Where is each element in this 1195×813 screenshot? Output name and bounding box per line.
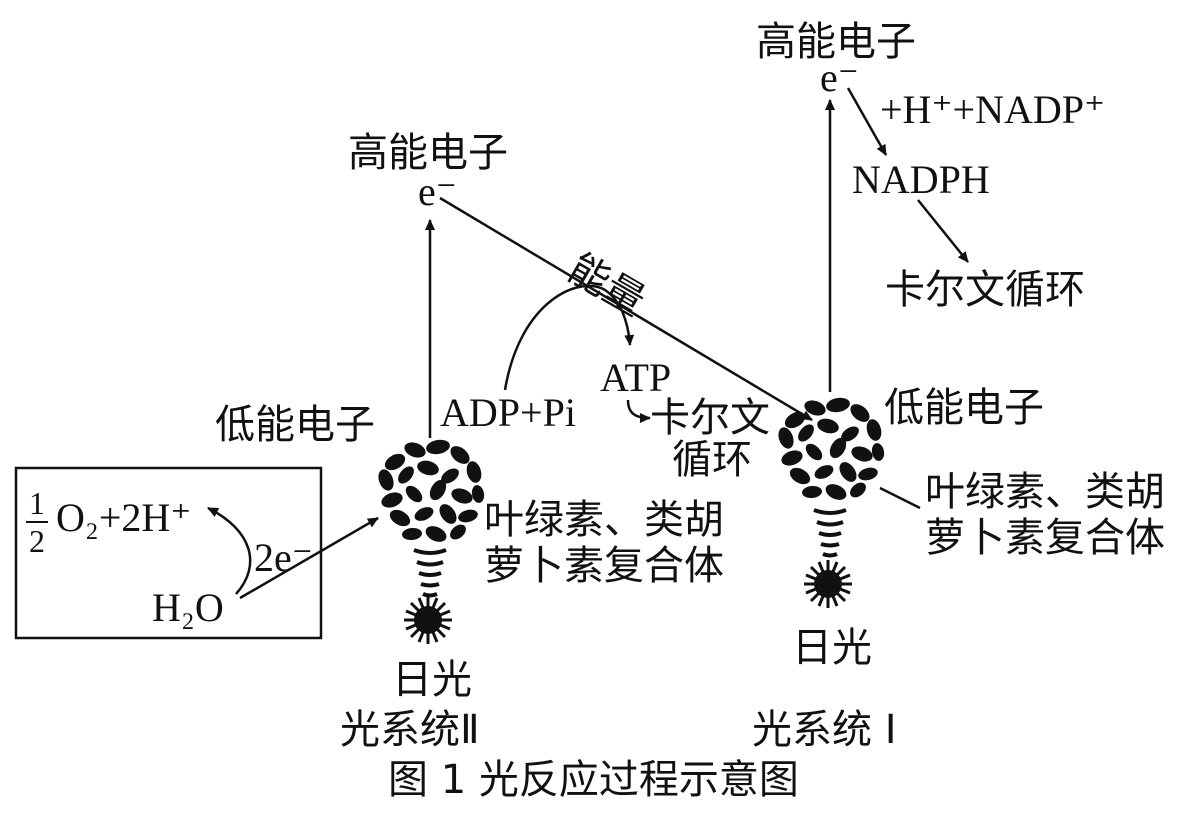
- atp-to-calvin-arrow: [626, 399, 651, 423]
- half-fraction: 1 2: [26, 487, 48, 557]
- adp-label: ADP+Pi: [440, 390, 576, 435]
- ps1-sunlight-label: 日光: [792, 625, 872, 671]
- ps1-complex-label-line2: 萝卜素复合体: [925, 515, 1165, 561]
- ps2-high-energy-electron: e⁻: [418, 169, 457, 214]
- nadph-formation-arrow: [846, 87, 888, 156]
- fraction-bar: [26, 521, 48, 523]
- ps2-light-waves: [413, 548, 447, 598]
- fraction-denominator: 2: [29, 523, 45, 559]
- ps1-system-label: 光系统 I: [752, 707, 897, 753]
- atp-label: ATP: [600, 355, 672, 400]
- ps1-sun-icon: [804, 560, 852, 608]
- ps1-light-waves: [813, 508, 847, 558]
- ps2-pigment-cluster: [378, 439, 485, 542]
- electron-supply-arrow: [239, 516, 379, 600]
- ps1-complex-leader-line: [879, 486, 921, 510]
- ps2-complex-label-line2: 萝卜素复合体: [484, 543, 724, 589]
- oxygen-release-arrow: [207, 506, 252, 595]
- atp-synthesis-arrow: [503, 284, 635, 391]
- ps2-complex-label-line1: 叶绿素、类胡: [484, 497, 724, 543]
- ps1-complex-label-line1: 叶绿素、类胡: [925, 469, 1165, 515]
- nadph-to-calvin-arrow: [917, 199, 969, 263]
- ps2-sun-icon: [404, 596, 452, 644]
- ps2-high-energy-label: 高能电子: [348, 130, 508, 176]
- ps1-high-energy-label: 高能电子: [756, 19, 916, 65]
- fraction-numerator: 1: [29, 485, 45, 521]
- nadph-reactants: +H⁺+NADP⁺: [880, 87, 1106, 132]
- ps1-pigment-cluster: [778, 397, 885, 500]
- ps1-low-energy-label: 低能电子: [884, 385, 1044, 431]
- ps1-high-energy-electron: e⁻: [820, 55, 859, 100]
- oxygen-product-label: O₂+2H⁺: [56, 495, 192, 540]
- ps2-low-energy-label: 低能电子: [215, 402, 375, 448]
- ps2-sunlight-label: 日光: [392, 657, 472, 703]
- figure-caption: 图 1 光反应过程示意图: [388, 757, 799, 803]
- electron-transport-line: [439, 196, 813, 422]
- nadph-calvin-label: 卡尔文循环: [885, 267, 1085, 313]
- calvin-label-line1: 卡尔文: [650, 395, 770, 441]
- ps2-system-label: 光系统Ⅱ: [340, 707, 480, 753]
- electrons-label: 2e⁻: [254, 535, 313, 580]
- water-splitting-box: [14, 466, 323, 640]
- nadph-product: NADPH: [852, 157, 990, 202]
- calvin-label-line2: 循环: [672, 437, 752, 483]
- water-label: H₂O: [152, 585, 224, 630]
